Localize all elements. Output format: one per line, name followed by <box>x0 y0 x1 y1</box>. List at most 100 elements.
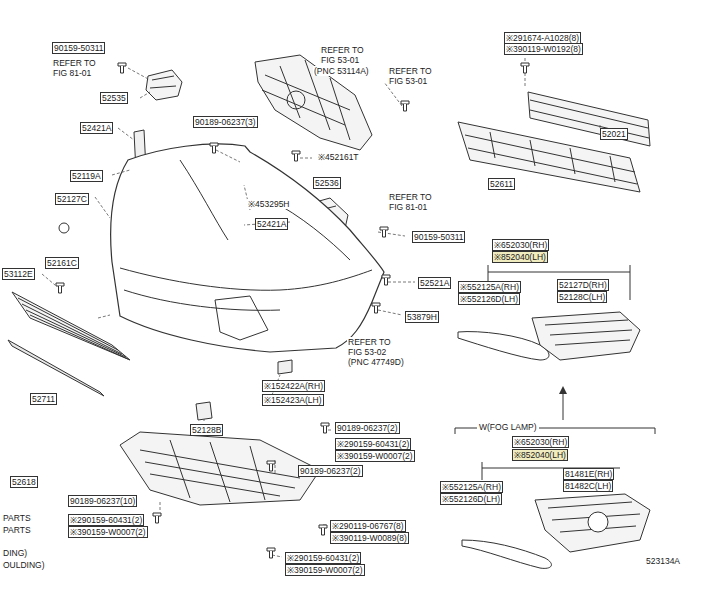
note-text: (PNC 53114A) <box>313 66 370 76</box>
note-text: DING) <box>2 548 28 558</box>
part-number: 52127C <box>55 193 89 205</box>
part-outline <box>118 128 134 140</box>
part-number: 52521A <box>418 277 451 289</box>
part-number: 52618 <box>10 476 38 488</box>
part-outline <box>458 122 640 192</box>
note-text: FIG 53-01 <box>388 76 428 86</box>
part-number: ※390159-W0007(2) <box>285 564 365 576</box>
part-number: ※290119-06767(8) <box>330 520 406 532</box>
part-outline <box>372 303 380 313</box>
part-outline <box>588 512 608 532</box>
part-outline <box>111 144 384 352</box>
note-text: FIG 53-01 <box>320 55 360 65</box>
part-outline <box>216 150 240 162</box>
part-outline <box>118 63 126 73</box>
part-outline <box>98 315 110 318</box>
part-number: 90159-50311 <box>412 231 465 243</box>
part-number: 52128B <box>190 424 223 436</box>
part-outline <box>458 332 549 360</box>
part-outline <box>42 274 55 285</box>
part-outline <box>128 68 150 80</box>
part-outline <box>530 100 649 138</box>
part-number: ※852040(LH) <box>512 449 568 461</box>
part-outline <box>532 312 640 360</box>
part-number: ※152423A(LH) <box>262 394 324 406</box>
part-number: ※152422A(RH) <box>262 380 325 392</box>
part-outline <box>380 227 388 237</box>
note-text: FIG 81-01 <box>52 68 92 78</box>
note-text: FIG 53-02 <box>347 347 387 357</box>
part-outline <box>140 92 150 98</box>
part-number: ※852040(LH) <box>492 251 548 263</box>
part-number: ※390159-W0007(2) <box>68 526 148 538</box>
part-outline <box>18 298 128 359</box>
part-number: ※552126D(LH) <box>458 293 520 305</box>
part-outline <box>528 92 650 146</box>
part-number: 52711 <box>30 393 57 405</box>
part-number: 81482C(LH) <box>563 480 613 492</box>
note-text: REFER TO <box>320 45 365 55</box>
part-outline <box>384 82 405 110</box>
part-number: 52021 <box>600 128 628 140</box>
part-outline <box>8 340 104 396</box>
part-number: 90189-06237(2) <box>335 422 400 434</box>
part-outline <box>278 360 292 374</box>
note-text: REFER TO <box>388 66 433 76</box>
part-number: 90159-50311 <box>52 42 105 54</box>
part-number: 52421A <box>80 122 113 134</box>
note-text: ※452161T <box>317 152 360 162</box>
note-text: OULDING) <box>2 560 46 570</box>
part-outline <box>160 500 161 510</box>
part-number: 52535 <box>100 92 128 104</box>
part-outline <box>215 296 268 340</box>
part-number: ※552126D(LH) <box>440 493 502 505</box>
part-outline <box>255 55 372 150</box>
note-text: (PNC 47749D) <box>347 357 405 367</box>
part-number: 90189-06237(2) <box>298 465 363 477</box>
part-outline <box>210 143 218 153</box>
part-outline <box>112 170 130 175</box>
part-outline <box>120 432 320 505</box>
note-text: REFER TO <box>388 192 433 202</box>
part-number: 90189-06237(10) <box>68 495 137 507</box>
part-number: 52119A <box>70 170 103 182</box>
part-outline <box>8 55 655 568</box>
note-text: PARTS <box>2 525 32 535</box>
part-number: 52128C(LH) <box>557 291 607 303</box>
part-number: ※652030(RH) <box>512 436 569 448</box>
part-outline <box>545 320 632 345</box>
part-number: 52536 <box>313 177 341 189</box>
part-number: 52421A <box>255 218 288 230</box>
part-outline <box>42 58 600 557</box>
part-outline <box>120 268 372 290</box>
part-outline <box>203 420 205 421</box>
part-outline <box>196 402 212 420</box>
part-number: 53112E <box>2 268 35 280</box>
part-outline <box>292 151 300 161</box>
part-outline <box>180 160 350 260</box>
part-number: 90189-06237(3) <box>193 116 258 128</box>
part-number: ※290159-60431(2) <box>285 552 361 564</box>
part-outline <box>321 423 329 433</box>
note-text: REFER TO <box>347 337 392 347</box>
part-number: 81481E(RH) <box>563 468 614 480</box>
part-outline <box>521 63 529 73</box>
part-number: ※390119-W0089(8) <box>330 532 409 544</box>
part-number: ※290159-60431(2) <box>335 438 411 450</box>
part-outline <box>482 462 620 480</box>
note-text: PARTS <box>2 513 32 523</box>
part-number: ※390159-W0007(2) <box>335 450 415 462</box>
part-outline <box>124 290 280 310</box>
part-outline <box>12 292 130 360</box>
note-text: FIG 81-01 <box>388 202 428 212</box>
part-outline <box>140 440 300 502</box>
part-number: 52611 <box>488 178 515 190</box>
part-outline <box>146 70 182 100</box>
part-number: 53879H <box>405 311 439 323</box>
part-outline <box>95 197 110 218</box>
part-outline <box>382 275 390 285</box>
part-outline <box>300 158 312 159</box>
part-outline <box>462 540 551 568</box>
part-outline <box>319 525 327 535</box>
part-outline <box>153 513 161 523</box>
